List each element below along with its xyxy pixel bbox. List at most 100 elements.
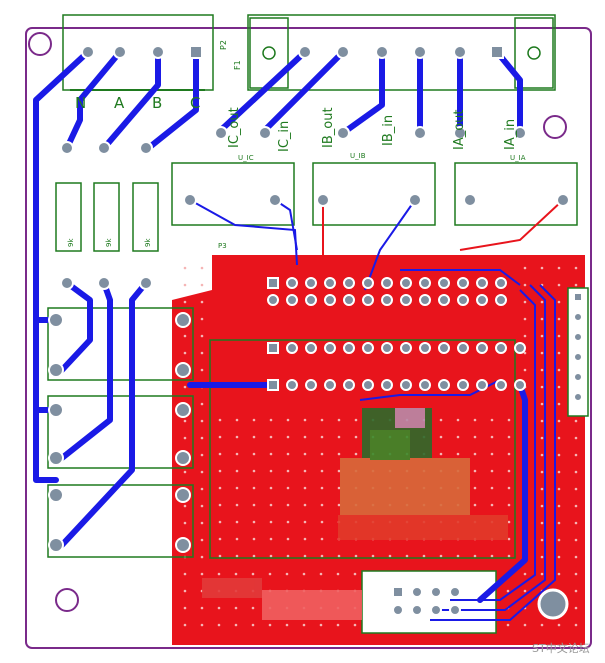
pad <box>175 362 191 378</box>
pad <box>324 277 336 289</box>
pad <box>413 126 427 140</box>
pad <box>400 342 412 354</box>
pad <box>48 402 64 418</box>
pad <box>495 277 507 289</box>
pad <box>305 277 317 289</box>
pad <box>457 294 469 306</box>
pad <box>286 379 298 391</box>
pad <box>430 604 442 616</box>
pad <box>267 342 279 354</box>
pad <box>400 379 412 391</box>
bottom-connector-box <box>361 570 497 634</box>
pad-set <box>48 45 583 616</box>
pad <box>113 45 127 59</box>
pad <box>175 450 191 466</box>
pad <box>476 342 488 354</box>
pad <box>573 332 583 342</box>
pad <box>175 312 191 328</box>
pad <box>573 352 583 362</box>
relay-box-2 <box>47 395 194 469</box>
pad <box>438 379 450 391</box>
phase-labels: N A B C <box>75 94 200 112</box>
label-p3: P3 <box>218 242 227 250</box>
pad <box>419 294 431 306</box>
pad <box>438 277 450 289</box>
pad <box>381 277 393 289</box>
fuse-outline-right <box>514 17 554 89</box>
pad <box>343 379 355 391</box>
label-u-ia: U_IA <box>510 154 526 162</box>
pad <box>419 379 431 391</box>
label-c: C <box>190 94 200 112</box>
pad <box>573 312 583 322</box>
pad <box>449 604 461 616</box>
pad <box>48 450 64 466</box>
pad <box>457 379 469 391</box>
pad <box>476 277 488 289</box>
pad <box>362 342 374 354</box>
sensor-labels: U_IC U_IB U_IA <box>238 152 526 162</box>
pad <box>189 45 203 59</box>
relay-box-1 <box>47 307 194 381</box>
pad <box>175 402 191 418</box>
label-r2: 9k <box>105 238 113 247</box>
pad <box>375 45 389 59</box>
mount-hole-br <box>537 588 569 620</box>
resistor-1 <box>55 182 82 252</box>
pad <box>305 379 317 391</box>
pad <box>449 586 461 598</box>
signal-labels: IC_out IC_in IB_out IB_in IA_out IA_in <box>227 107 518 152</box>
pad <box>175 487 191 503</box>
pad <box>316 193 330 207</box>
label-ib-in: IB_in <box>381 115 396 146</box>
pad <box>408 193 422 207</box>
pad <box>400 294 412 306</box>
pad <box>476 379 488 391</box>
pad <box>413 45 427 59</box>
label-n: N <box>75 94 86 112</box>
pad <box>453 45 467 59</box>
sensor-box-ia <box>454 162 578 226</box>
resistor-labels: 9k 9k 9k <box>67 238 152 247</box>
pad <box>514 379 526 391</box>
fuse-hole-left <box>262 46 276 60</box>
pad <box>305 342 317 354</box>
pad <box>97 141 111 155</box>
pad <box>214 126 228 140</box>
pad <box>400 277 412 289</box>
pad <box>298 45 312 59</box>
pad <box>60 141 74 155</box>
pad <box>495 294 507 306</box>
pad <box>324 342 336 354</box>
pad <box>48 312 64 328</box>
mount-hole-tl <box>28 32 52 56</box>
resistor-3 <box>132 182 159 252</box>
pad <box>419 342 431 354</box>
pad <box>411 586 423 598</box>
label-p2: P2 <box>219 40 228 50</box>
pad <box>573 372 583 382</box>
pad <box>48 487 64 503</box>
pad <box>362 379 374 391</box>
pad <box>139 141 153 155</box>
connector-f1-outline <box>247 14 556 91</box>
pad <box>268 193 282 207</box>
pad <box>490 45 504 59</box>
label-b: B <box>152 94 162 112</box>
pad <box>286 277 298 289</box>
label-r1: 9k <box>67 238 75 247</box>
pad <box>48 362 64 378</box>
pad <box>573 292 583 302</box>
label-ia-out: IA_out <box>452 109 467 150</box>
pad <box>463 193 477 207</box>
sensor-box-ib <box>312 162 436 226</box>
pad <box>324 379 336 391</box>
pad <box>258 126 272 140</box>
pad <box>392 604 404 616</box>
fuse-hole-right <box>527 46 541 60</box>
top-layer-traces <box>322 199 564 255</box>
label-u-ib: U_IB <box>350 152 366 160</box>
pad <box>419 277 431 289</box>
pad <box>343 342 355 354</box>
